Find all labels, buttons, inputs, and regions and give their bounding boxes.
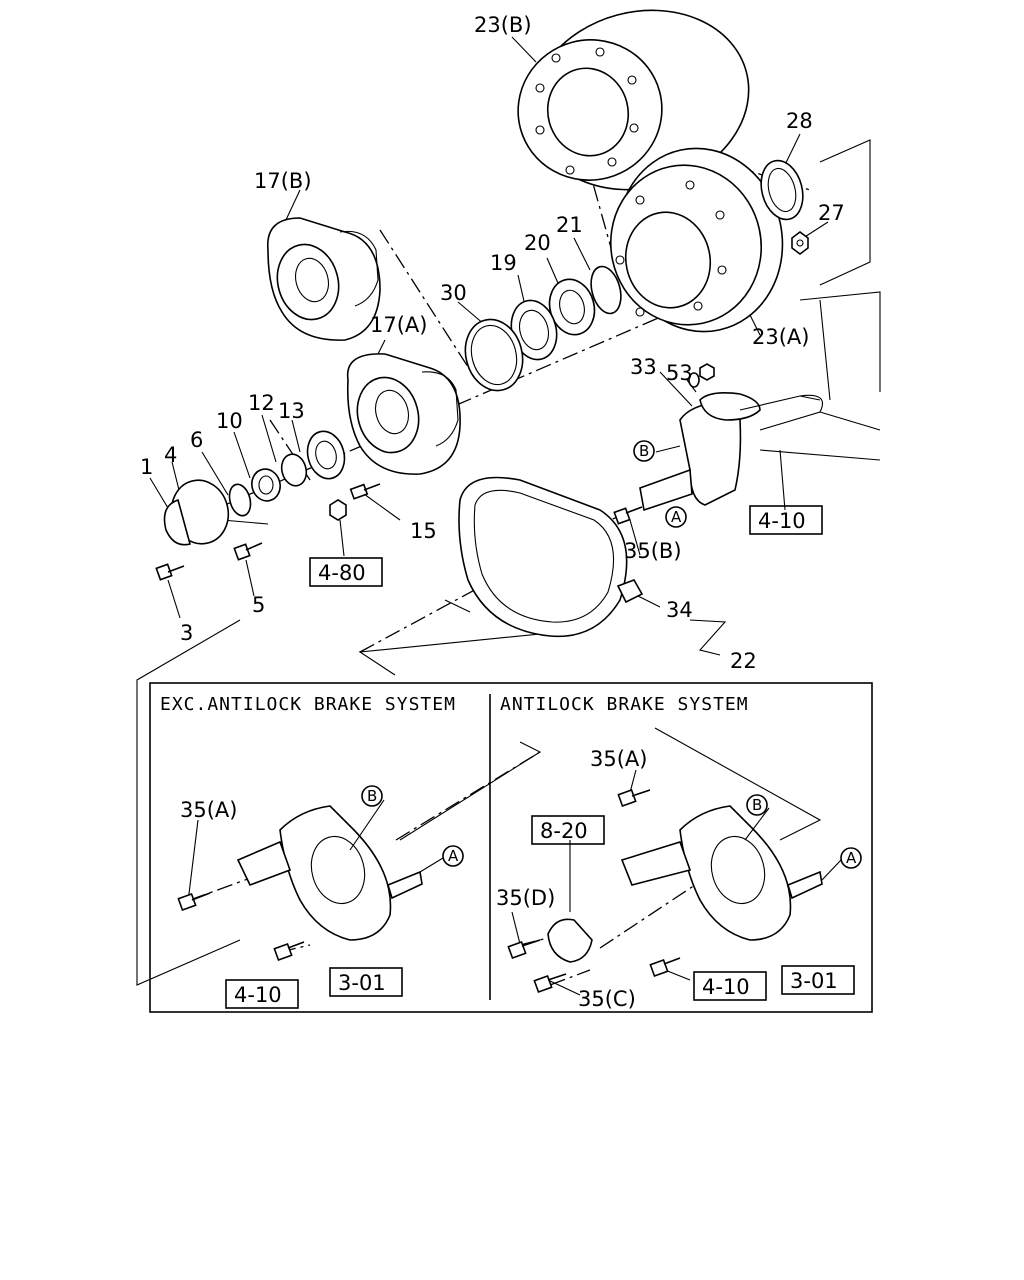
callout-1: 1 bbox=[140, 455, 153, 479]
marker-b-left: B bbox=[367, 787, 377, 805]
stud-15 bbox=[349, 483, 381, 500]
callout-23b: 23(B) bbox=[474, 13, 532, 37]
callout-53: 53 bbox=[666, 361, 693, 385]
nut-small-480 bbox=[329, 499, 347, 521]
callout-22: 22 bbox=[730, 649, 757, 673]
ref-4-80: 4-80 bbox=[318, 561, 366, 585]
callout-10: 10 bbox=[216, 409, 243, 433]
ref-3-01-left: 3-01 bbox=[338, 971, 386, 995]
callout-15: 15 bbox=[410, 519, 437, 543]
backing-plate-22 bbox=[458, 476, 628, 638]
callout-13: 13 bbox=[278, 399, 305, 423]
callout-35c: 35(C) bbox=[578, 987, 636, 1011]
callout-19: 19 bbox=[490, 251, 517, 275]
callout-33: 33 bbox=[630, 355, 657, 379]
callout-27: 27 bbox=[818, 201, 845, 225]
oil-seal-28 bbox=[760, 159, 804, 221]
callout-35b: 35(B) bbox=[624, 539, 682, 563]
ref-3-01-right: 3-01 bbox=[790, 969, 838, 993]
marker-a-top: A bbox=[671, 508, 682, 526]
steering-knuckle bbox=[639, 291, 881, 512]
callout-23a: 23(A) bbox=[752, 325, 809, 349]
spacer-12 bbox=[280, 453, 308, 487]
nut-10 bbox=[251, 468, 281, 502]
inset-left-knuckle bbox=[177, 805, 423, 962]
brake-drum-23a bbox=[609, 147, 784, 333]
callout-35a-right: 35(A) bbox=[590, 747, 647, 771]
sensor-34 bbox=[616, 579, 644, 604]
circled-markers: B A B A B A bbox=[349, 440, 862, 881]
bolt-35b bbox=[613, 506, 643, 525]
brake-drum-23b bbox=[517, 9, 750, 191]
inset-panel bbox=[149, 682, 873, 1013]
marker-b-right: B bbox=[752, 796, 762, 814]
callout-21: 21 bbox=[556, 213, 583, 237]
inset-right-knuckle bbox=[507, 788, 823, 994]
marker-a-left: A bbox=[448, 847, 459, 865]
inset-title-exc-abs: EXC.ANTILOCK BRAKE SYSTEM bbox=[160, 694, 456, 715]
hub-cap-1 bbox=[163, 479, 230, 546]
marker-b-top: B bbox=[639, 442, 649, 460]
callout-5: 5 bbox=[252, 593, 265, 617]
inset-title-abs: ANTILOCK BRAKE SYSTEM bbox=[500, 694, 749, 715]
bearing-13 bbox=[306, 430, 346, 480]
callout-17b: 17(B) bbox=[254, 169, 312, 193]
callout-6: 6 bbox=[190, 428, 203, 452]
callout-20: 20 bbox=[524, 231, 551, 255]
callout-labels: 1 4 6 10 12 13 15 3 5 17(B) 17(A) 30 19 … bbox=[140, 13, 845, 1011]
callout-28: 28 bbox=[786, 109, 813, 133]
callout-3: 3 bbox=[180, 621, 193, 645]
callout-30: 30 bbox=[440, 281, 467, 305]
ref-4-10-top: 4-10 bbox=[758, 509, 806, 533]
callout-12: 12 bbox=[248, 391, 275, 415]
reference-boxes: 4-80 4-10 4-10 3-01 8-20 4-10 3-01 bbox=[225, 505, 855, 1009]
marker-a-right: A bbox=[846, 849, 857, 867]
hub-17a bbox=[346, 353, 461, 475]
callout-17a: 17(A) bbox=[370, 313, 427, 337]
callout-4: 4 bbox=[164, 443, 177, 467]
callout-34: 34 bbox=[666, 598, 693, 622]
nut-27 bbox=[791, 231, 809, 255]
ref-8-20: 8-20 bbox=[540, 819, 588, 843]
ref-4-10-right: 4-10 bbox=[702, 975, 750, 999]
lock-ring-21 bbox=[590, 265, 622, 315]
hub-17b bbox=[267, 217, 381, 341]
seal-30 bbox=[464, 318, 524, 392]
bolts-3-5 bbox=[155, 542, 263, 581]
ref-4-10-left: 4-10 bbox=[234, 983, 282, 1007]
callout-35a-left: 35(A) bbox=[180, 798, 237, 822]
nut-53-washer-33 bbox=[688, 363, 715, 388]
callout-35d: 35(D) bbox=[496, 886, 555, 910]
washer-6 bbox=[228, 483, 252, 517]
